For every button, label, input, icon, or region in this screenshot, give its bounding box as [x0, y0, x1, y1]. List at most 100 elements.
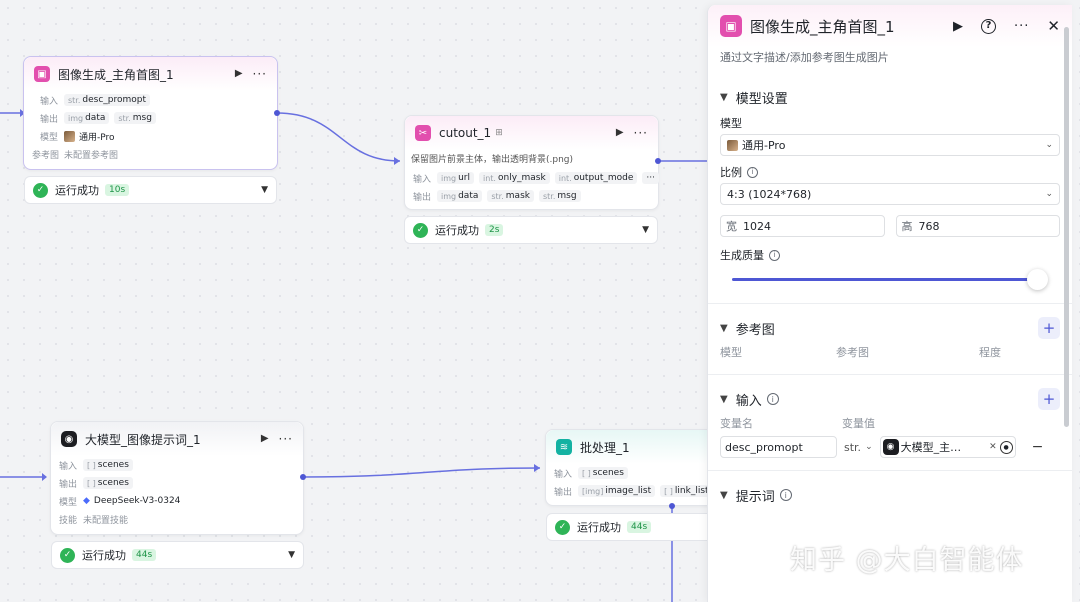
edge-llm-to-batch [302, 467, 541, 478]
chevron-down-icon: ⌄ [865, 442, 873, 452]
output-port[interactable] [655, 158, 661, 164]
chevron-down-icon: ▼ [720, 322, 728, 334]
success-check-icon: ✓ [555, 519, 570, 535]
model-row: 模型 ◆ DeepSeek-V3-0324 [59, 496, 181, 508]
var-tag: [img]image_list [578, 485, 656, 497]
var-tag: str.msg [114, 112, 156, 124]
run-button[interactable]: ▶ [953, 18, 964, 34]
chevron-down-icon: ▼ [720, 393, 728, 405]
llm-logo-icon: ◉ [61, 431, 77, 447]
chevron-down-icon: ▼ [720, 91, 728, 103]
run-icon[interactable]: ▶ [260, 433, 269, 444]
chevron-down-icon[interactable]: ▼ [288, 550, 295, 560]
slider-thumb[interactable] [1027, 269, 1048, 290]
cutout-icon: ✂ [415, 125, 431, 141]
panel-scrollbar[interactable] [1064, 27, 1069, 427]
reference-columns: 模型 参考图 程度 [720, 346, 1001, 359]
section-input[interactable]: ▼ 输入 i + [708, 387, 1072, 411]
panel-header: ▣ 图像生成_主角首图_1 ▶ ? ··· ✕ [708, 5, 1072, 47]
info-icon[interactable]: i [766, 393, 779, 405]
llm-logo-icon: ◉ [882, 439, 899, 455]
run-status-llm[interactable]: ✓ 运行成功 44s ▼ [51, 541, 304, 569]
info-icon[interactable]: i [747, 166, 758, 178]
node-title: cutout_1 [439, 126, 492, 140]
divider [708, 374, 1072, 375]
height-input[interactable]: 高 768 [895, 215, 1060, 237]
panel-title[interactable]: 图像生成_主角首图_1 [750, 17, 895, 36]
info-icon[interactable]: i [779, 489, 792, 501]
section-model-settings[interactable]: ▼ 模型设置 [720, 91, 788, 107]
close-button[interactable]: ✕ [1047, 16, 1060, 35]
remove-variable-button[interactable]: − [1031, 439, 1044, 455]
var-tag: int.output_mode [554, 172, 638, 184]
more-icon[interactable]: ··· [252, 67, 267, 81]
more-button[interactable]: ··· [1014, 18, 1030, 34]
output-port[interactable] [669, 503, 675, 509]
node-description: 保留图片前景主体，输出透明背景(.png) [411, 155, 574, 165]
ratio-select[interactable]: 4:3 (1024*768) ⌄ [720, 183, 1060, 205]
var-tag: [ ]scenes [83, 477, 133, 489]
layers-icon: ≋ [556, 439, 572, 455]
run-icon[interactable]: ▶ [234, 68, 243, 79]
var-tag: [ ]link_list [660, 485, 713, 497]
var-type-select[interactable]: str. ⌄ [844, 440, 873, 454]
var-tag: str.desc_promopt [64, 94, 151, 106]
node-llm[interactable]: ◉ 大模型_图像提示词_1 ▶ ··· 输入 [ ]scenes 输出 [ ]s… [50, 421, 304, 535]
model-label: 模型 [720, 117, 742, 130]
var-name-input[interactable]: desc_promopt [720, 436, 837, 458]
node-header: ≋ 批处理_1 [546, 430, 719, 464]
input-row: 输入 [ ]scenes [548, 464, 719, 482]
model-avatar-icon [727, 139, 738, 151]
node-header: ◉ 大模型_图像提示词_1 ▶ ··· [51, 422, 303, 456]
info-icon[interactable]: i [769, 249, 780, 261]
node-title: 批处理_1 [580, 440, 630, 455]
success-check-icon: ✓ [60, 547, 75, 563]
run-status-cutout[interactable]: ✓ 运行成功 2s ▼ [404, 216, 658, 244]
success-check-icon: ✓ [413, 222, 428, 238]
run-icon[interactable]: ▶ [615, 127, 624, 138]
output-port[interactable] [300, 474, 306, 480]
var-tag: str.mask [487, 190, 534, 202]
chevron-down-icon[interactable]: ▼ [642, 225, 649, 235]
add-input-button[interactable]: + [1038, 388, 1060, 410]
more-icon[interactable]: ··· [633, 126, 648, 140]
more-vars-icon[interactable]: ··· [642, 172, 660, 184]
add-reference-button[interactable]: + [1038, 317, 1060, 339]
model-avatar-icon [64, 130, 75, 142]
chevron-down-icon[interactable]: ▼ [261, 185, 268, 195]
success-check-icon: ✓ [33, 182, 48, 198]
model-select[interactable]: 通用-Pro ⌄ [720, 134, 1060, 156]
node-title: 图像生成_主角首图_1 [58, 67, 174, 82]
chevron-down-icon: ⌄ [1045, 189, 1053, 199]
watermark: 知乎 @大白智能体 [790, 545, 1024, 576]
deepseek-whale-icon: ◆ [83, 496, 90, 506]
image-gen-icon: ▣ [34, 66, 50, 82]
output-port[interactable] [274, 110, 280, 116]
node-batch[interactable]: ≋ 批处理_1 输入 [ ]scenes 输出 [img]image_list … [545, 429, 720, 506]
ratio-label: 比例 i [708, 164, 1072, 180]
node-cutout[interactable]: ✂ cutout_1 ⊞ ▶ ··· 保留图片前景主体，输出透明背景(.png)… [404, 115, 660, 210]
width-input[interactable]: 宽 1024 [720, 215, 885, 237]
help-icon[interactable]: ? [981, 18, 997, 34]
panel-subtitle: 通过文字描述/添加参考图生成图片 [720, 51, 889, 64]
ref-row: 参考图 未配置参考图 [32, 150, 119, 161]
section-reference[interactable]: ▼ 参考图 + [708, 316, 1072, 340]
target-icon[interactable]: ● [999, 440, 1013, 454]
var-value-reference[interactable]: ◉ 大模型_主… ✕ ● [879, 436, 1016, 458]
run-status-batch[interactable]: ✓ 运行成功 44s [546, 513, 716, 541]
quality-slider[interactable] [720, 269, 1060, 290]
plugin-icon: ⊞ [495, 128, 503, 138]
var-tag: [ ]scenes [83, 459, 133, 471]
run-status-image-gen[interactable]: ✓ 运行成功 10s ▼ [24, 176, 277, 204]
slider-track [732, 278, 1038, 281]
section-prompt[interactable]: ▼ 提示词 i [708, 483, 1072, 507]
node-image-gen[interactable]: ▣ 图像生成_主角首图_1 ▶ ··· 输入 str.desc_promopt … [23, 56, 278, 170]
clear-icon[interactable]: ✕ [989, 442, 997, 452]
more-icon[interactable]: ··· [278, 432, 293, 446]
